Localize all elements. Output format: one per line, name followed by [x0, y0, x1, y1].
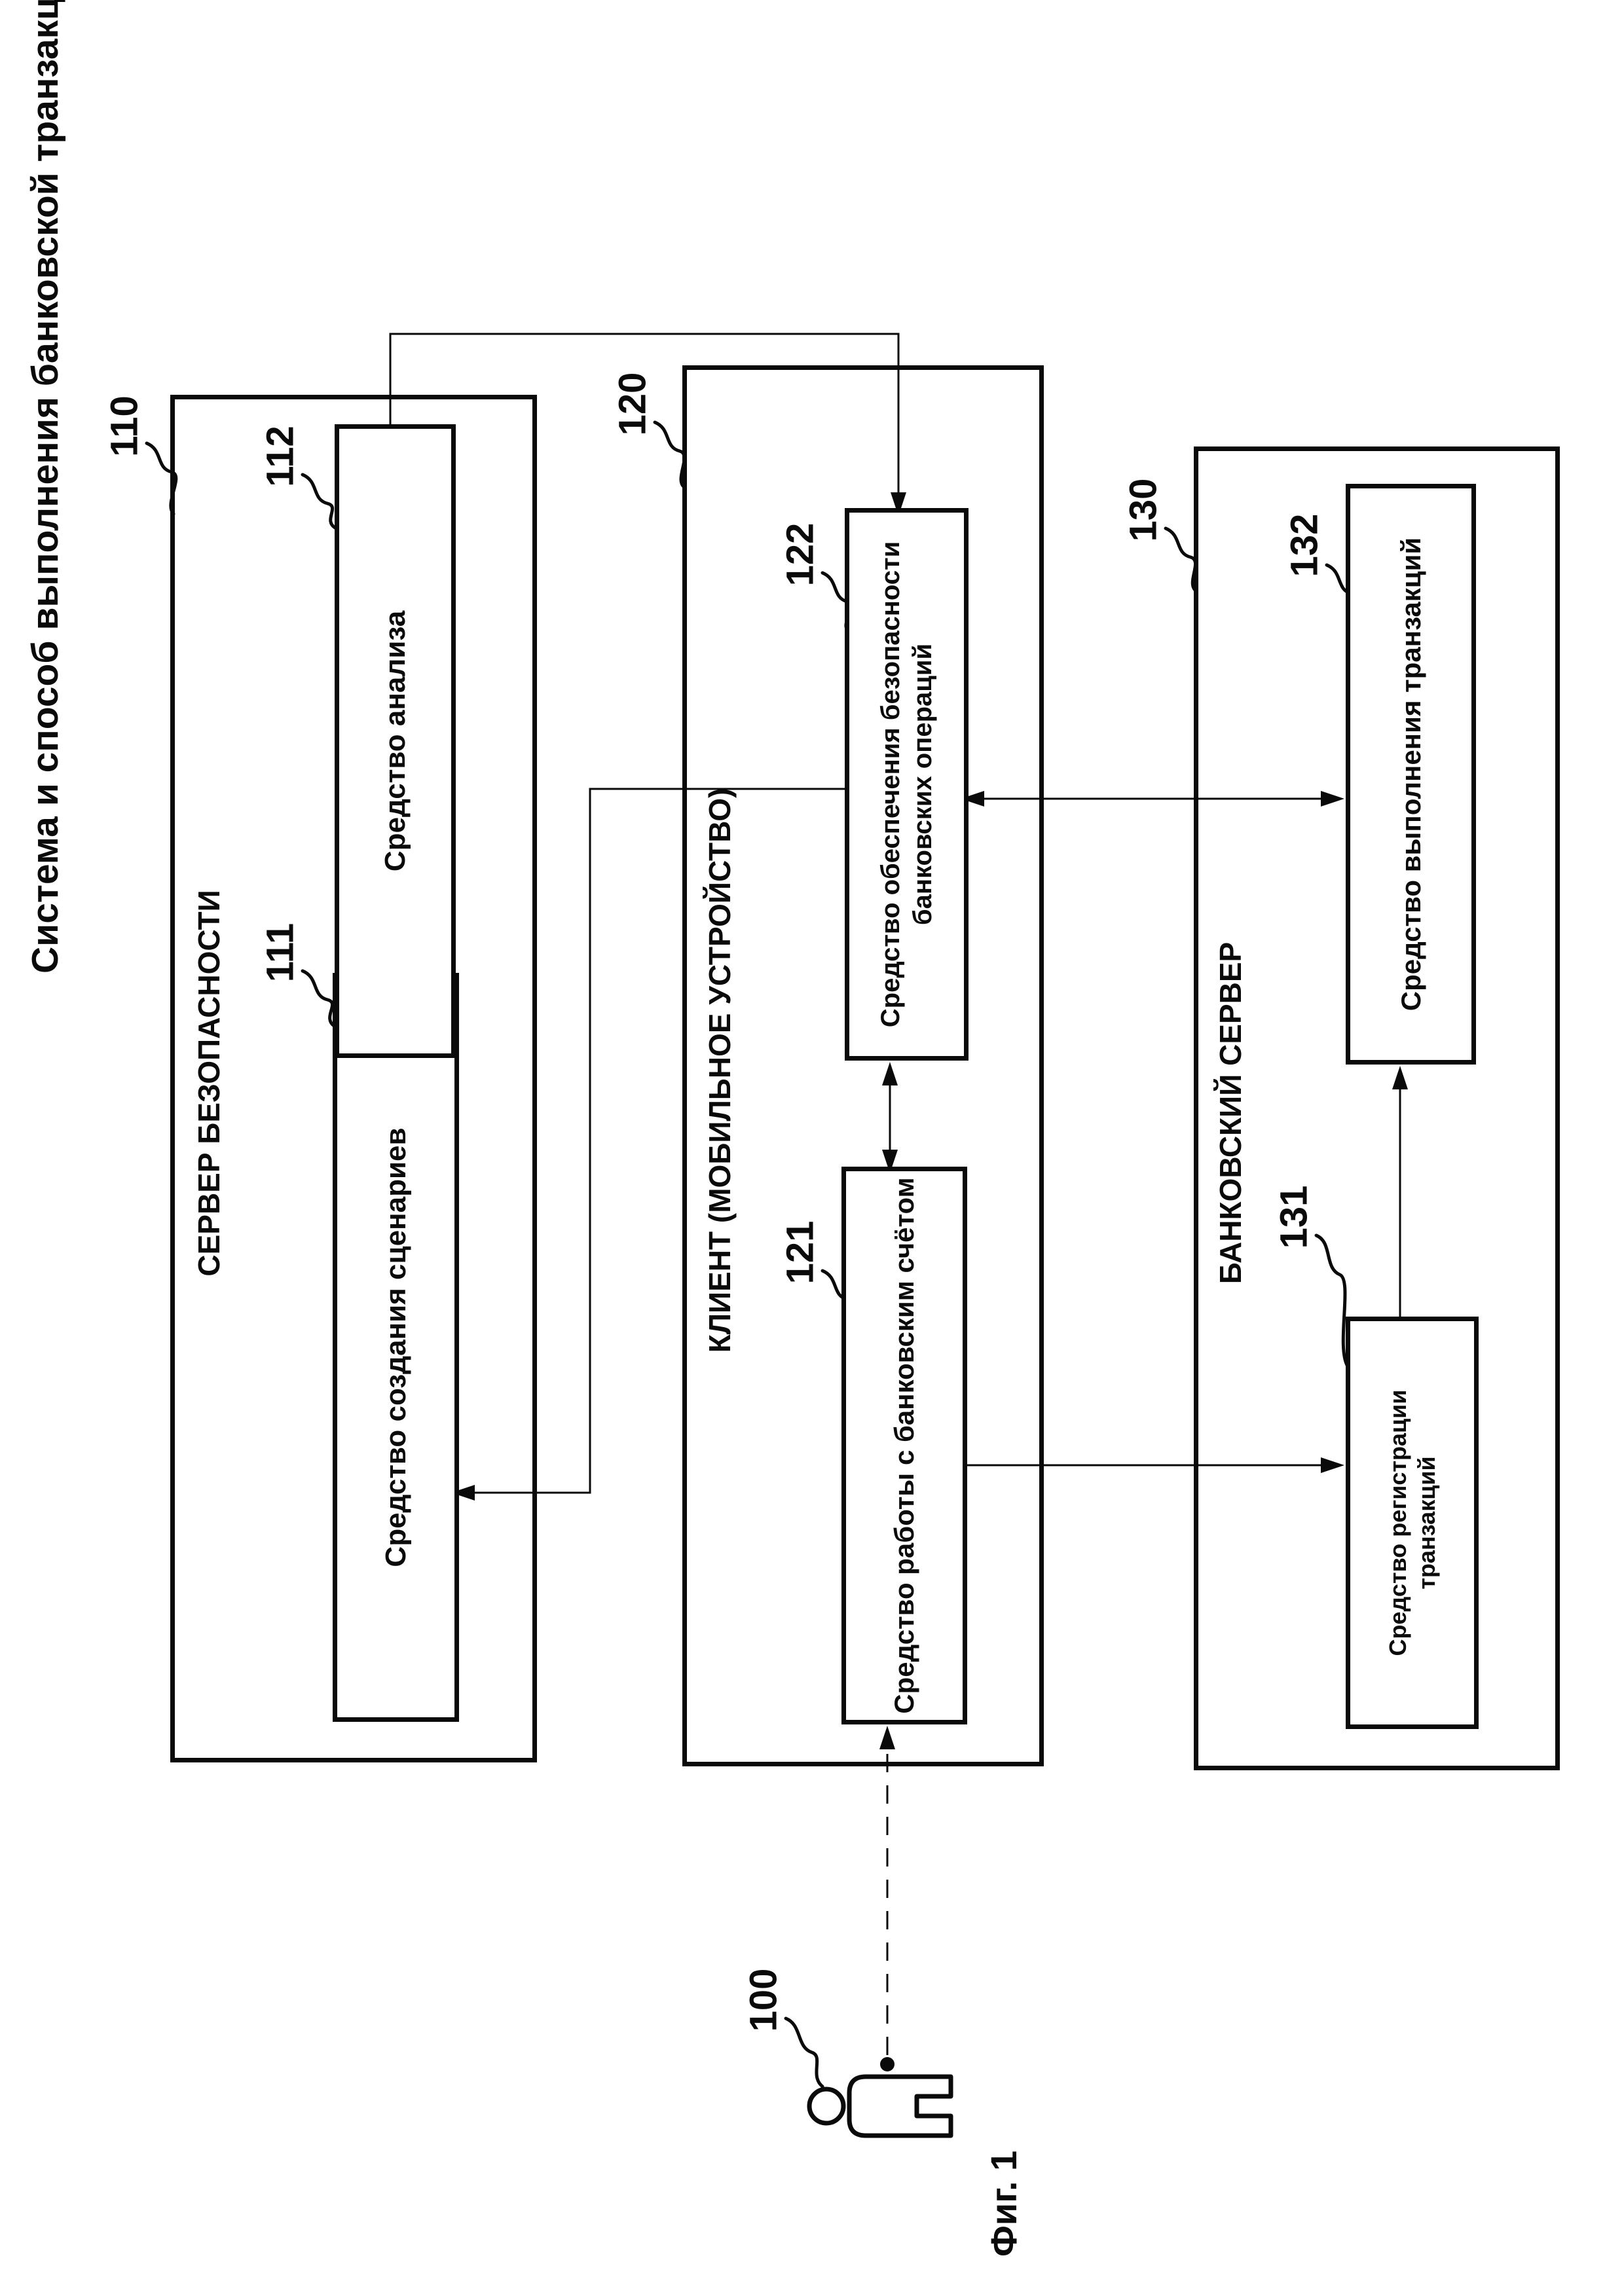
arrowhead-into-122: [891, 492, 906, 516]
module-analysis: Средство анализа: [335, 424, 456, 1058]
header-client: КЛИЕНТ (МОБИЛЬНОЕ УСТРОЙСТВО): [703, 788, 737, 1353]
leader-111: [301, 969, 336, 1028]
user-person-icon: [807, 2074, 953, 2138]
arrowhead-into-131: [1321, 1457, 1344, 1473]
arrowhead-into-121-right: [882, 1150, 898, 1173]
leader-110: [145, 441, 178, 516]
module-transaction-execution: Средство выполнения транзакций: [1346, 484, 1476, 1065]
connector-security-tool-to-scenarios: [468, 788, 846, 1494]
label-112: 112: [259, 426, 302, 487]
label-100: 100: [742, 1968, 785, 2032]
person-body: [847, 2074, 953, 2138]
arrowhead-into-122-left: [882, 1062, 898, 1085]
label-111: 111: [259, 922, 302, 983]
label-130: 130: [1122, 478, 1165, 542]
connector-analysis-to-security-tool: [389, 333, 900, 502]
arrowhead-into-121-left: [879, 1726, 895, 1749]
leader-120: [653, 420, 687, 490]
arrowhead-down-into-132: [1321, 791, 1344, 807]
label-120: 120: [611, 372, 654, 436]
label-131: 131: [1272, 1185, 1316, 1249]
arrowhead-into-132-left: [1392, 1066, 1408, 1089]
person-head: [807, 2086, 846, 2126]
leader-131: [1314, 1233, 1350, 1368]
header-bank-server: БАНКОВСКИЙ СЕРВЕР: [1213, 941, 1247, 1285]
leader-112: [301, 473, 338, 530]
arrowhead-into-111: [451, 1485, 475, 1501]
user-hand-dot: [880, 2057, 895, 2071]
module-bank-account-tool: Средство работы с банковским счётом: [841, 1167, 967, 1724]
label-132: 132: [1283, 513, 1326, 577]
arrowhead-up-into-122: [961, 791, 984, 807]
label-121: 121: [779, 1220, 822, 1285]
label-110: 110: [103, 395, 146, 457]
leader-100: [784, 2016, 824, 2088]
header-security-server: СЕРВЕР БЕЗОПАСНОСТИ: [192, 890, 226, 1277]
label-122: 122: [779, 522, 822, 587]
module-scenario-creation: Средство создания сценариев: [333, 973, 459, 1722]
figure-caption: Фиг. 1: [983, 2150, 1024, 2257]
module-transaction-registration: Средство регистрации транзакций: [1346, 1317, 1479, 1729]
leader-130: [1164, 526, 1198, 593]
module-banking-security-tool: Средство обеспечения безопасности банков…: [845, 508, 969, 1061]
